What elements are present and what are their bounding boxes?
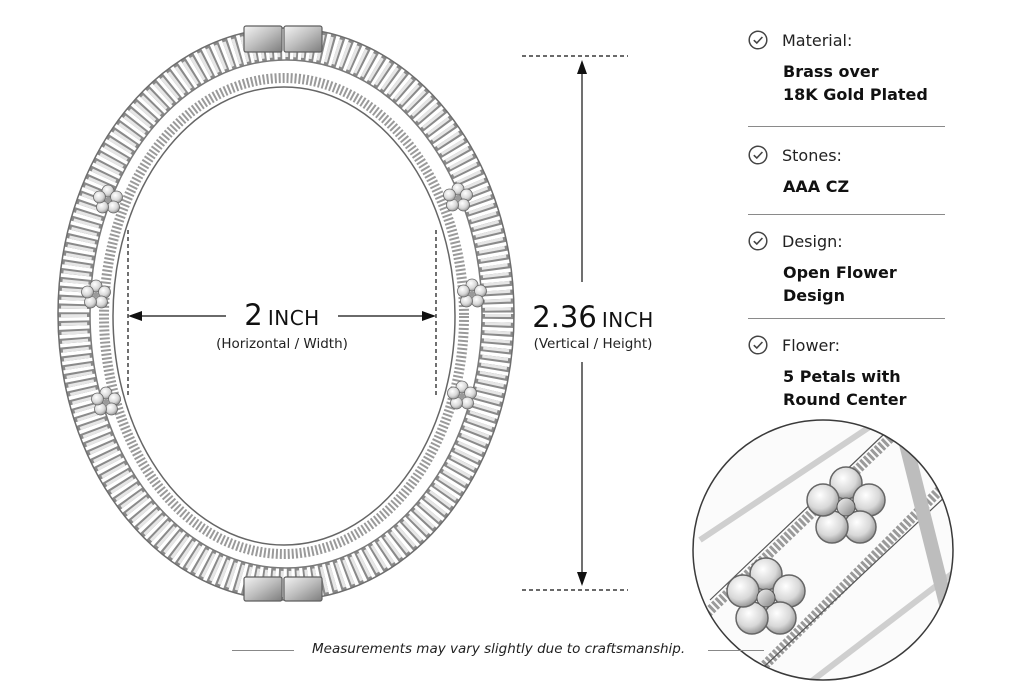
height-dimension-line (522, 55, 628, 591)
spec-label-stones: Stones: (782, 145, 842, 165)
bracelet-inner-rim (112, 86, 456, 546)
clasp-bottom (243, 576, 323, 602)
spec-value-flower-line-2: Round Center (783, 390, 907, 409)
spec-value-stones-line-1: AAA CZ (783, 177, 850, 196)
closeup-detail (692, 419, 954, 681)
height-value: 2.36 (532, 300, 597, 334)
spec-value-design-line-2: Design (783, 286, 845, 305)
closeup-frame (692, 419, 954, 681)
spec-label-design: Design: (782, 231, 843, 251)
spec-divider (748, 214, 945, 215)
closeup-flower (726, 557, 806, 635)
check-circle-icon (748, 145, 768, 165)
spec-value-design-line-1: Open Flower (783, 263, 897, 282)
check-circle-icon (748, 335, 768, 355)
width-label: 2 INCH (226, 298, 338, 332)
spec-divider (748, 126, 945, 127)
flower-charm (91, 386, 121, 416)
spec-material: Material: Brass over 18K Gold Plated (748, 30, 948, 106)
spec-label-flower: Flower: (782, 335, 841, 355)
spec-design: Design: Open Flower Design (748, 231, 948, 307)
width-value: 2 (244, 298, 263, 332)
spec-value-flower-line-1: 5 Petals with (783, 367, 901, 386)
bracelet-inner-edge (89, 59, 483, 569)
bracelet (57, 25, 515, 602)
spec-label-material: Material: (782, 30, 853, 50)
flower-charm (93, 184, 123, 214)
spec-stones: Stones: AAA CZ (748, 145, 948, 198)
spec-flower: Flower: 5 Petals with Round Center (748, 335, 948, 411)
spec-divider (748, 318, 945, 319)
flower-charm (457, 278, 487, 308)
width-unit: INCH (267, 306, 320, 330)
footnote: Measurements may vary slightly due to cr… (312, 641, 686, 657)
height-caption: (Vertical / Height) (533, 336, 653, 352)
closeup-flower (806, 466, 886, 544)
flower-charm (447, 380, 477, 410)
height-unit: INCH (601, 308, 654, 332)
spec-value-material-line-2: 18K Gold Plated (783, 85, 928, 104)
check-circle-icon (748, 30, 768, 50)
width-dimension-line (127, 230, 437, 398)
height-label: 2.36 INCH (522, 300, 664, 334)
bracelet-inner-band (99, 73, 469, 559)
width-caption: (Horizontal / Width) (216, 336, 348, 352)
flower-charm (81, 279, 111, 309)
footnote-rule-left (232, 650, 294, 651)
footnote-rule-right (708, 650, 764, 651)
flower-charm (443, 182, 473, 212)
spec-value-material-line-1: Brass over (783, 62, 879, 81)
clasp-top (243, 25, 323, 53)
check-circle-icon (748, 231, 768, 251)
